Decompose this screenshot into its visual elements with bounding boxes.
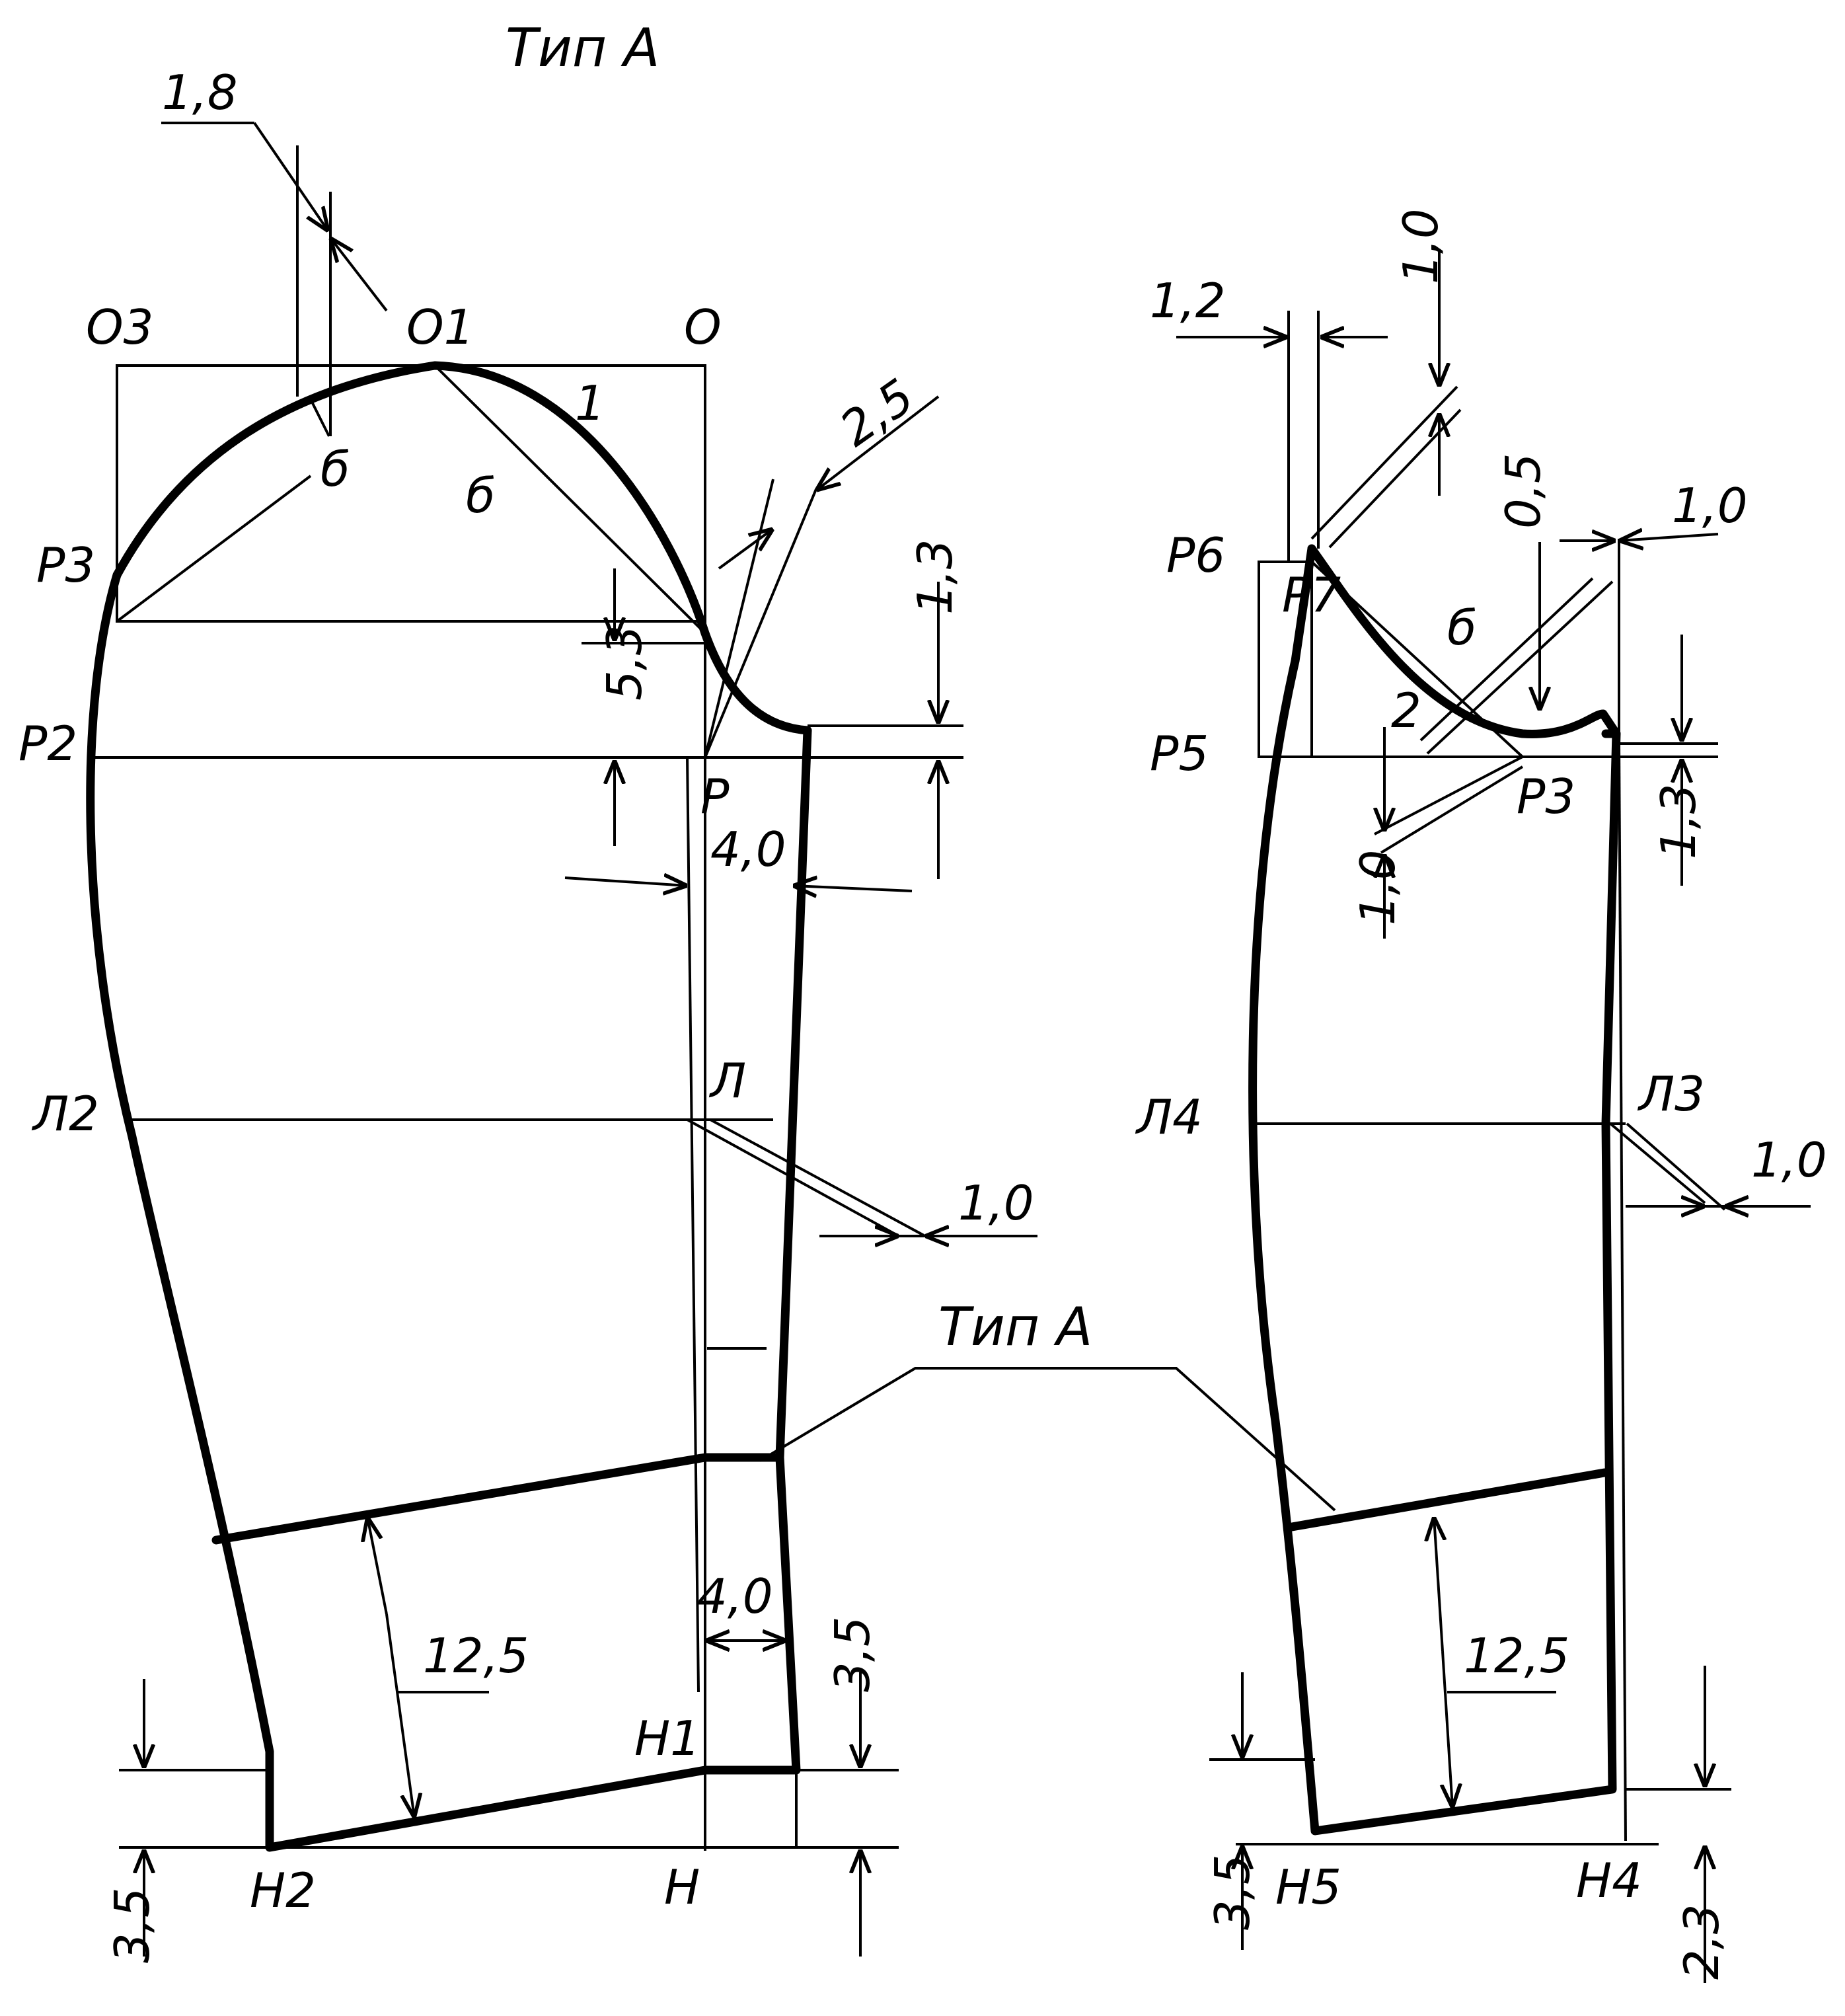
dim-12-5-left: 12,5 xyxy=(423,1628,529,1684)
dim-1-2: 1,2 xyxy=(1150,273,1226,329)
delta-left-a: б xyxy=(320,442,350,497)
point-p: Р xyxy=(700,769,730,824)
delta-right: б xyxy=(1447,600,1476,656)
point-l4: Л4 xyxy=(1135,1089,1203,1145)
type-a-callout-leader xyxy=(759,1367,1336,1512)
point-l: Л xyxy=(708,1053,746,1108)
point-l3: Л3 xyxy=(1637,1066,1705,1122)
point-p3-left: Р3 xyxy=(36,537,95,593)
dim-2-3: 2,3 xyxy=(1674,1904,1729,1980)
dim-1-0-top-right: 1,0 xyxy=(1393,208,1449,284)
labels: Тип А Тип А О3 О1 О Р3 Р2 Р Л2 Л Н2 Н Н1… xyxy=(19,17,1827,1980)
dim-4-0-top: 4,0 xyxy=(710,822,786,877)
construction-lines-right xyxy=(1209,311,1731,1845)
drawing-title: Тип А xyxy=(506,17,659,79)
dim-3-5-right-left-piece: 3,5 xyxy=(825,1616,880,1692)
delta-left-b: б xyxy=(466,468,495,523)
point-o: О xyxy=(684,299,722,355)
point-2: 2 xyxy=(1391,683,1421,738)
point-h1: Н1 xyxy=(634,1711,700,1766)
dim-3-5-left: 3,5 xyxy=(104,1887,160,1963)
dim-2-5-left: 2,5 xyxy=(830,368,924,457)
point-o1: О1 xyxy=(406,299,474,355)
dim-5-3: 5,3 xyxy=(597,625,652,701)
point-h2: Н2 xyxy=(250,1863,316,1918)
under-sleeve-contour xyxy=(1248,544,1621,1836)
under-sleeve-piece xyxy=(1176,251,1811,1983)
dim-1-0-middle-right: 1,0 xyxy=(1751,1132,1827,1188)
point-p6: Р6 xyxy=(1166,527,1225,583)
dim-1-8: 1,8 xyxy=(162,65,238,120)
dim-0-5: 0,5 xyxy=(1495,453,1551,529)
dim-3-5-right: 3,5 xyxy=(1205,1854,1260,1930)
top-sleeve-piece xyxy=(86,122,1037,1957)
point-o3: О3 xyxy=(86,299,153,355)
point-h5: Н5 xyxy=(1275,1859,1341,1915)
dim-4-0-bottom: 4,0 xyxy=(697,1569,773,1624)
dim-12-5-right: 12,5 xyxy=(1464,1628,1569,1684)
point-p2: Р2 xyxy=(19,716,77,771)
point-p3-right: Р3 xyxy=(1517,769,1575,824)
top-sleeve-dimensions xyxy=(144,122,1037,1957)
point-l2: Л2 xyxy=(31,1086,99,1142)
point-h: Н xyxy=(664,1859,700,1915)
dim-1-0-left-right: 1,0 xyxy=(1350,849,1406,925)
point-p7: Р7 xyxy=(1282,567,1341,623)
point-p5: Р5 xyxy=(1150,726,1209,781)
dim-1-0-left: 1,0 xyxy=(958,1175,1034,1231)
point-h4: Н4 xyxy=(1576,1853,1642,1908)
type-a-callout-label: Тип А xyxy=(938,1296,1092,1358)
point-1: 1 xyxy=(575,375,605,431)
dim-1-3-right: 1,3 xyxy=(1651,783,1706,859)
dim-1-0-right-top: 1,0 xyxy=(1672,478,1748,533)
dim-1-3-left: 1,3 xyxy=(907,539,963,615)
under-sleeve-dimensions xyxy=(1176,251,1811,1983)
top-sleeve-contour xyxy=(86,361,812,1852)
